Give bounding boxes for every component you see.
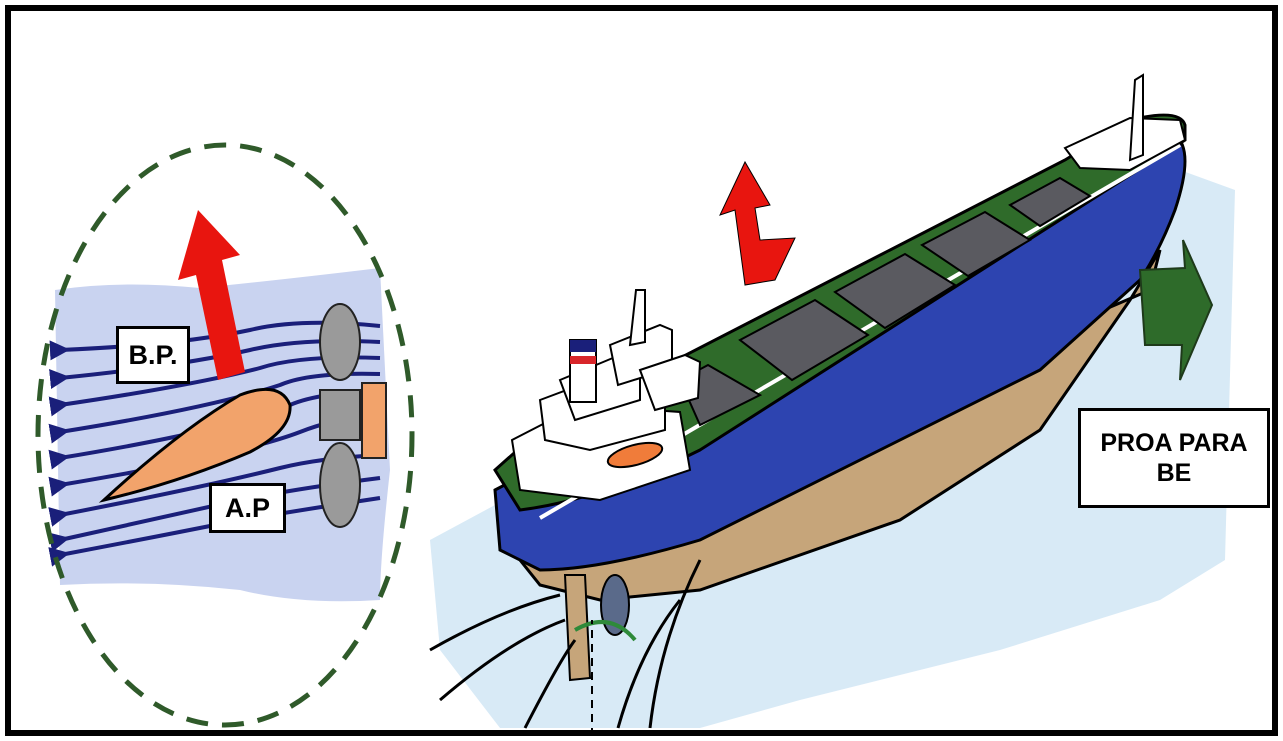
high-pressure-label: A.P	[209, 483, 286, 533]
bow-label-line2: BE	[1157, 458, 1192, 488]
bow-to-starboard-label: PROA PARA BE	[1078, 408, 1270, 508]
low-pressure-text: B.P.	[128, 340, 177, 371]
low-pressure-label: B.P.	[116, 326, 190, 384]
high-pressure-text: A.P	[225, 493, 270, 524]
bow-label-line1: PROA PARA	[1100, 428, 1247, 458]
